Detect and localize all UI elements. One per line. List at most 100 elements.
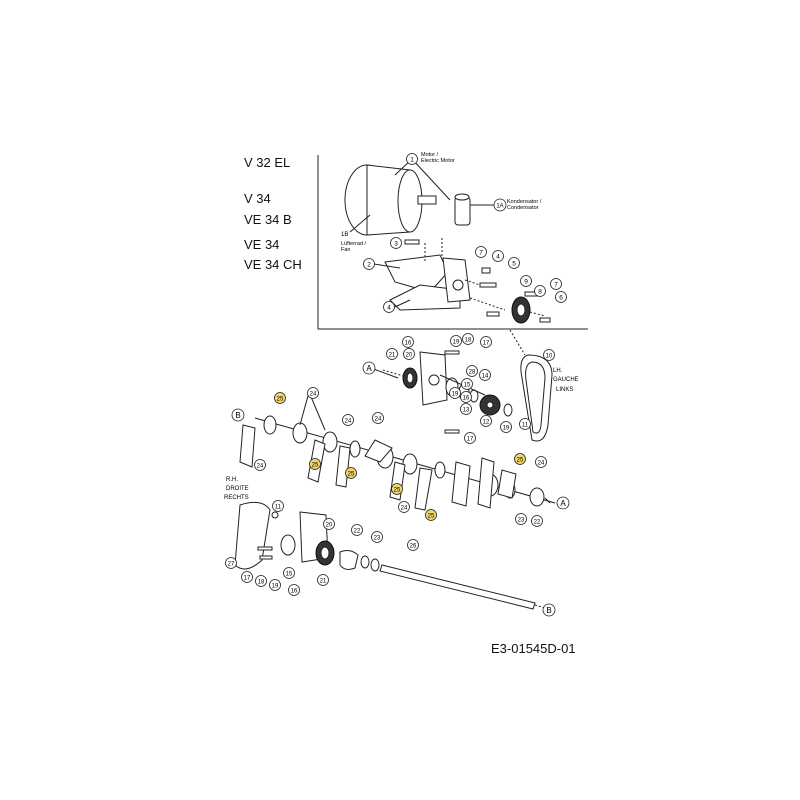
svg-text:18: 18 — [258, 580, 265, 586]
fan-label: 1B Lüfterrad / Fan — [341, 232, 367, 253]
svg-text:A: A — [560, 499, 566, 508]
svg-text:LH.: LH. — [553, 368, 563, 374]
part-callout: 16 — [288, 584, 300, 596]
svg-text:28: 28 — [469, 370, 476, 376]
model-label: VE 34 B — [244, 212, 292, 227]
svg-text:16: 16 — [405, 341, 412, 347]
motor-box-frame — [317, 155, 588, 330]
gear-housing-lower — [234, 501, 380, 572]
motor-pulley — [511, 296, 546, 324]
part-callout: 16 — [402, 336, 414, 348]
svg-text:20: 20 — [326, 523, 333, 529]
leader-lines — [299, 158, 551, 504]
part-callout: 23 — [371, 531, 383, 543]
svg-text:7: 7 — [554, 282, 558, 289]
part-callout: 24 — [342, 414, 354, 426]
part-callout: 24 — [398, 501, 410, 513]
svg-text:LINKS: LINKS — [556, 387, 573, 393]
svg-text:Electric Motor: Electric Motor — [421, 158, 455, 164]
part-callout: 11 — [519, 418, 531, 430]
part-callout: 12 — [480, 415, 492, 427]
tine-callouts: 25 24 24 24 24 25 25 25 24 25 25 24 22 2… — [254, 387, 547, 527]
svg-text:R.H.: R.H. — [226, 477, 238, 483]
motor-box-callouts: 1 1A 3 2 4 7 4 5 9 8 7 6 — [363, 153, 567, 313]
svg-text:20: 20 — [406, 353, 413, 359]
svg-text:25: 25 — [394, 488, 401, 494]
svg-text:25: 25 — [348, 472, 355, 478]
svg-text:22: 22 — [534, 520, 541, 526]
svg-text:1A: 1A — [496, 204, 503, 210]
model-label: V 32 EL — [244, 155, 291, 170]
svg-text:GAUCHE: GAUCHE — [553, 377, 579, 383]
svg-text:9: 9 — [524, 279, 528, 286]
svg-text:21: 21 — [389, 353, 396, 359]
part-callout: 16 — [460, 391, 472, 403]
svg-text:24: 24 — [538, 461, 545, 467]
svg-text:DROITE: DROITE — [226, 486, 249, 492]
part-callout: 24 — [372, 412, 384, 424]
svg-text:19: 19 — [503, 426, 510, 432]
drive-belt — [509, 329, 553, 442]
svg-text:17: 17 — [244, 576, 251, 582]
svg-text:12: 12 — [483, 420, 490, 426]
left-hand-label: LH. GAUCHE LINKS — [553, 368, 579, 393]
part-callout: 19 — [450, 335, 462, 347]
part-callout: 17 — [241, 571, 253, 583]
svg-text:8: 8 — [538, 289, 542, 296]
model-label: V 34 — [244, 191, 271, 206]
part-callout: 17 — [464, 432, 476, 444]
svg-text:24: 24 — [310, 392, 317, 398]
part-callout-highlighted: 25 — [425, 509, 437, 521]
svg-text:22: 22 — [354, 529, 361, 535]
model-label: VE 34 CH — [244, 257, 302, 272]
part-callout: 18 — [462, 333, 474, 345]
svg-text:B: B — [235, 411, 240, 420]
part-callout: 21 — [317, 574, 329, 586]
svg-text:3: 3 — [394, 241, 398, 248]
part-callout-highlighted: 25 — [309, 458, 321, 470]
svg-text:15: 15 — [286, 572, 293, 578]
svg-text:19: 19 — [453, 340, 460, 346]
part-callout: 4 — [492, 250, 504, 262]
part-callout: 4 — [383, 301, 395, 313]
svg-text:24: 24 — [375, 417, 382, 423]
part-callout-highlighted: 25 — [514, 453, 526, 465]
svg-text:B: B — [546, 606, 551, 615]
part-callout-highlighted: 25 — [391, 483, 403, 495]
condenser — [454, 193, 490, 226]
svg-text:24: 24 — [401, 506, 408, 512]
part-callout: 18 — [255, 575, 267, 587]
right-hand-label: R.H. DROITE RECHTS — [224, 477, 249, 501]
part-callout: 28 — [466, 365, 478, 377]
svg-text:13: 13 — [463, 408, 470, 414]
reference-letter-b: B — [231, 408, 245, 422]
svg-text:1B: 1B — [341, 232, 348, 238]
document-id: E3-01545D-01 — [491, 641, 576, 656]
part-callout: 24 — [254, 459, 266, 471]
svg-text:Kondensator /: Kondensator / — [507, 199, 542, 205]
part-callout: 20 — [403, 348, 415, 360]
svg-text:18: 18 — [465, 338, 472, 344]
svg-text:16: 16 — [291, 589, 298, 595]
svg-text:Motor /: Motor / — [421, 152, 439, 158]
part-callout: 13 — [460, 403, 472, 415]
part-callout: 19 — [449, 387, 461, 399]
motor-bracket — [384, 238, 506, 311]
svg-text:26: 26 — [410, 544, 417, 550]
svg-text:5: 5 — [512, 261, 516, 268]
part-callout: 1A — [493, 198, 507, 212]
svg-text:A: A — [366, 364, 372, 373]
svg-text:11: 11 — [275, 505, 282, 511]
part-callout: 15 — [283, 567, 295, 579]
part-callout: 8 — [534, 285, 546, 297]
part-callout: 27 — [225, 557, 237, 569]
part-callout: 2 — [363, 258, 375, 270]
part-callout: 21 — [386, 348, 398, 360]
part-callout: 14 — [479, 369, 491, 381]
part-callout: 19 — [500, 421, 512, 433]
svg-text:25: 25 — [312, 463, 319, 469]
svg-text:27: 27 — [228, 562, 235, 568]
svg-text:RECHTS: RECHTS — [224, 495, 249, 501]
main-shaft — [379, 564, 549, 610]
